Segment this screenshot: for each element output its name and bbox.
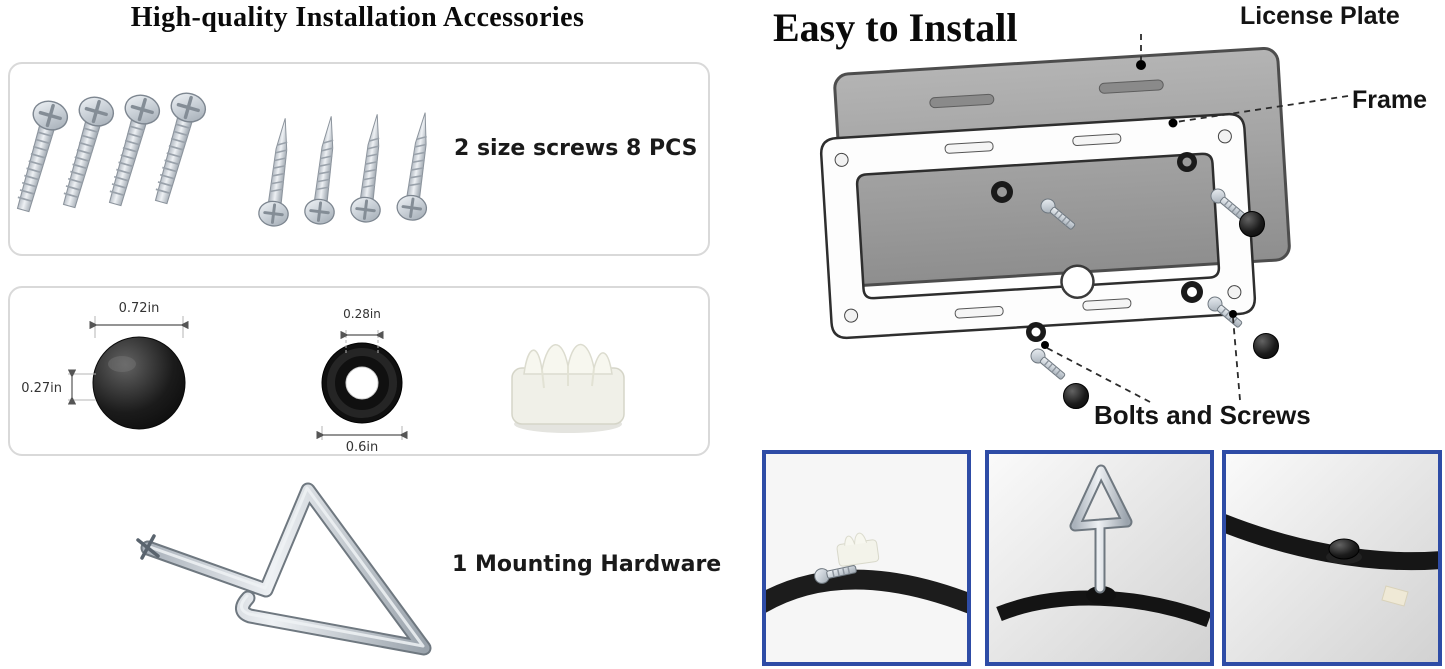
right-title: Easy to Install [773,5,1018,50]
grommet-diameter-dimension: 0.6in [316,426,408,455]
screw-cap-icon [92,336,186,430]
parts-image: 0.72in 0.27in 0.28in [21,301,625,455]
grommet-icon [321,342,403,424]
cap-height-dimension: 0.27in [21,369,96,405]
loose-hardware [1026,185,1279,409]
left-title: High-quality Installation Accessories [130,2,585,33]
svg-text:0.6in: 0.6in [346,440,379,454]
install-photo-cap [1222,450,1442,666]
install-photo-hook-image [989,454,1210,662]
parts-box: 0.72in 0.27in 0.28in [8,286,710,456]
install-photo-cap-image [1226,454,1438,662]
callout-lines [1046,34,1349,403]
black-cap-icon [1253,333,1279,359]
install-photo-clip [762,450,971,666]
assembly-diagram [820,34,1349,409]
grommet-hole-dimension: 0.28in [340,307,384,354]
screws-box: 2 size screws 8 PCS [4,62,710,256]
bolts-screws-callout-label: Bolts and Screws [1094,400,1311,430]
svg-text:0.28in: 0.28in [343,307,381,321]
svg-text:0.27in: 0.27in [21,381,62,396]
svg-text:0.72in: 0.72in [119,301,160,316]
mounting-hardware-label: 1 Mounting Hardware [452,552,722,577]
tapping-screws-icon [255,109,442,230]
frame-graphic [820,112,1256,340]
screws-count-label: 2 size screws 8 PCS [454,136,698,161]
install-photo-clip-image [766,454,967,662]
cap-diameter-dimension: 0.72in [89,301,189,338]
black-cap-icon [1239,211,1265,237]
machine-screws-icon [4,87,211,217]
plastic-clip-icon [511,343,625,433]
frame-callout-label: Frame [1352,86,1428,114]
license-plate-callout-label: License Plate [1240,2,1400,30]
black-cap-icon [1063,383,1089,409]
install-photo-hook [985,450,1214,666]
mounting-hook-icon [136,482,432,656]
seated-grommets [991,152,1197,203]
